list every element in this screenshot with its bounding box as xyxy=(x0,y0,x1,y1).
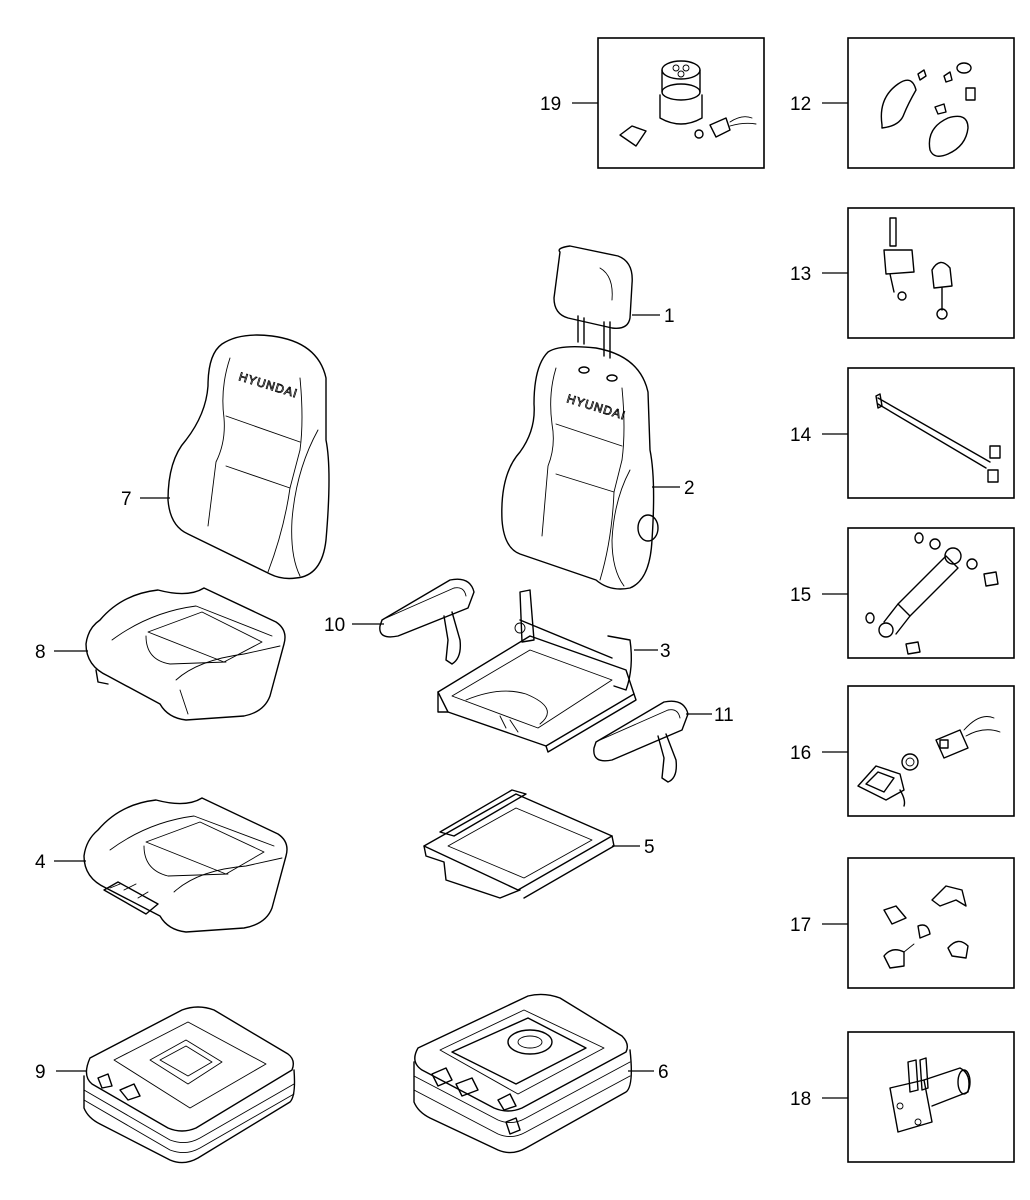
part-9-suspension-base: 9 xyxy=(35,1006,296,1164)
part-5-slide-rail-frame: 5 xyxy=(423,789,655,899)
detail-box-12: 12 xyxy=(790,37,1015,169)
callout-19: 19 xyxy=(540,94,561,115)
part-11-right-armrest: 11 xyxy=(593,700,734,783)
detail-box-19: 19 xyxy=(540,37,765,169)
detail-box-18: 18 xyxy=(790,1031,1015,1163)
callout-7: 7 xyxy=(121,489,132,510)
part-6-suspension-assembly: 6 xyxy=(413,993,669,1154)
part-2-seat-back: HYUNDAI 2 xyxy=(501,345,695,590)
detail-box-14: 14 xyxy=(790,367,1015,499)
shock-absorber-icon xyxy=(865,532,999,655)
callout-6: 6 xyxy=(658,1062,669,1083)
callout-8: 8 xyxy=(35,642,46,663)
seat-back-brand-logo: HYUNDAI xyxy=(565,391,627,422)
part-3-seat-frame: 3 xyxy=(437,589,671,753)
cover-brand-logo: HYUNDAI xyxy=(237,369,299,400)
switch-icon xyxy=(857,716,1001,807)
actuator-icon xyxy=(889,1057,971,1133)
hardware-parts-icon xyxy=(880,62,976,157)
callout-16: 16 xyxy=(790,743,811,764)
callout-15: 15 xyxy=(790,585,811,606)
part-4-seat-cushion: 4 xyxy=(35,797,288,933)
callout-4: 4 xyxy=(35,852,46,873)
part-1-headrest: 1 xyxy=(553,245,675,359)
callout-12: 12 xyxy=(790,94,811,115)
part-7-seat-back-cover: HYUNDAI 7 xyxy=(121,334,330,580)
callout-10: 10 xyxy=(324,615,345,636)
part-10-left-armrest: 10 xyxy=(324,578,475,665)
detail-box-15: 15 xyxy=(790,527,1015,659)
cable-icon xyxy=(875,393,1001,483)
fittings-icon xyxy=(883,885,969,969)
callout-5: 5 xyxy=(644,837,655,858)
callout-11: 11 xyxy=(714,705,734,726)
callout-1: 1 xyxy=(664,306,675,327)
callout-3: 3 xyxy=(660,641,671,662)
detail-box-16: 16 xyxy=(790,685,1015,817)
detail-box-13: 13 xyxy=(790,207,1015,339)
detail-box-17: 17 xyxy=(790,857,1015,989)
callout-9: 9 xyxy=(35,1062,46,1083)
part-8-seat-cushion-cover: 8 xyxy=(35,587,286,721)
callout-13: 13 xyxy=(790,264,811,285)
callout-14: 14 xyxy=(790,425,812,446)
callout-17: 17 xyxy=(790,915,811,936)
callout-2: 2 xyxy=(684,478,695,499)
seat-belt-icon xyxy=(883,217,953,320)
callout-18: 18 xyxy=(790,1089,811,1110)
motor-part-icon xyxy=(619,60,757,147)
